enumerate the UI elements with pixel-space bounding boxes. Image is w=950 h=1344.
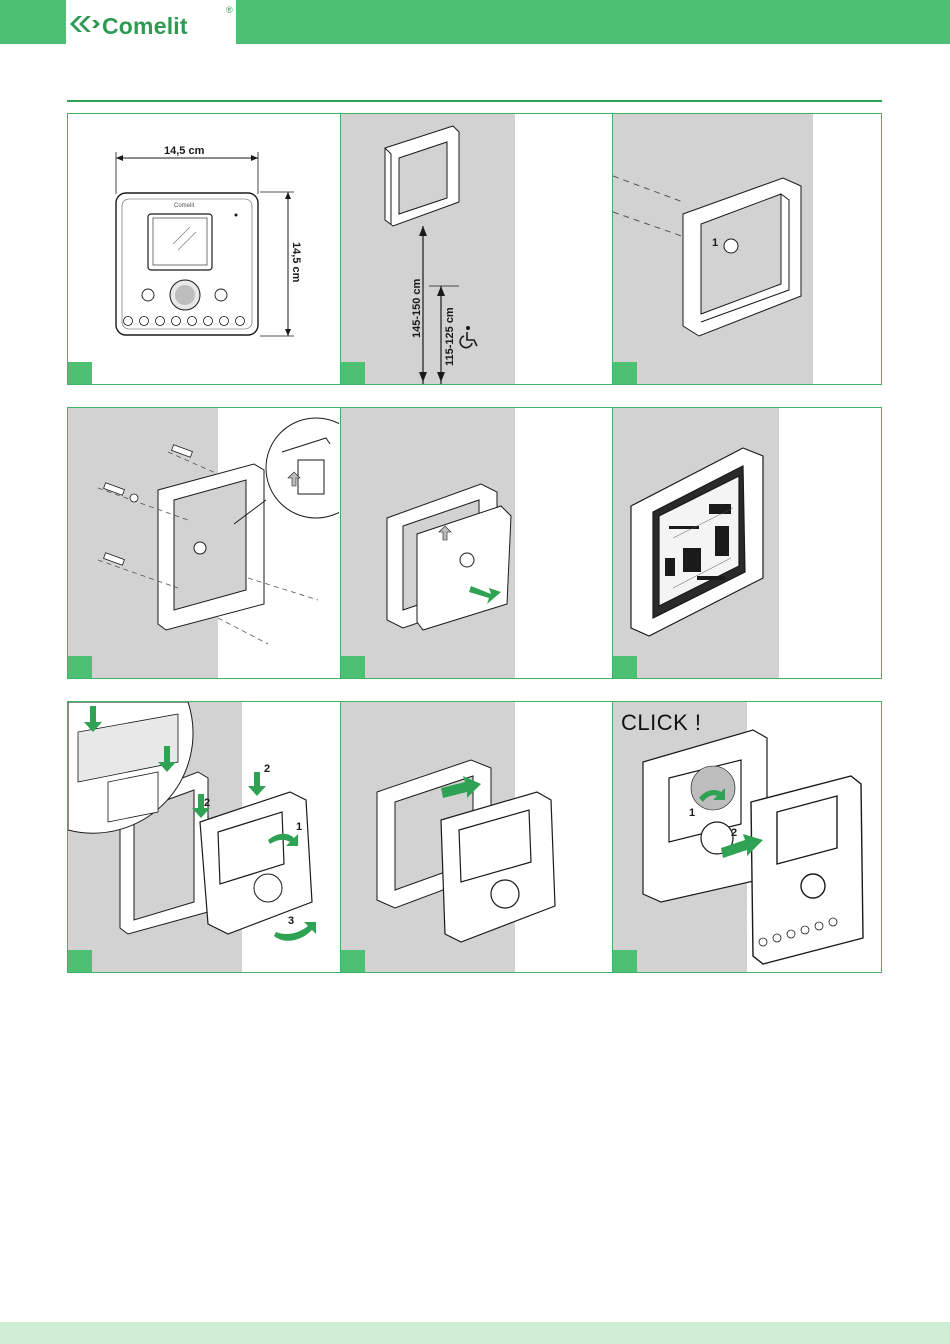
step2a-label: 2 — [264, 763, 270, 775]
panel-5-cover-plate — [340, 408, 612, 678]
panel-9-attach-front-cover: 1 2 CLICK ! — [612, 702, 884, 972]
height-standard-label: 145-150 cm — [411, 278, 423, 338]
step-marker — [613, 950, 637, 972]
step-marker — [68, 950, 92, 972]
panel-7-attach-unit: 1 2 2 3 — [68, 702, 339, 972]
step2-label: 2 — [731, 827, 737, 839]
row-1: 14,5 cm 14,5 cm Comelit — [67, 113, 882, 385]
device-front-drawing: 14,5 cm 14,5 cm Comelit — [68, 114, 339, 384]
comelit-mark-icon — [70, 16, 100, 32]
step2b-label: 2 — [204, 797, 210, 809]
board-installed-drawing — [613, 408, 884, 678]
step-marker — [341, 362, 365, 384]
step-marker — [68, 362, 92, 384]
fixing-screws-drawing — [68, 408, 339, 678]
panel-1-dimensions: 14,5 cm 14,5 cm Comelit — [68, 114, 339, 384]
cable-entry-drawing: 1 — [613, 114, 884, 384]
header-rule — [67, 100, 882, 102]
panel-8-slide-into-frame — [340, 702, 612, 972]
panel-3-cable-entry: 1 — [612, 114, 884, 384]
step-marker — [341, 656, 365, 678]
height-label: 14,5 cm — [290, 242, 302, 283]
row-2 — [67, 407, 882, 679]
logo: Comelit ® — [66, 0, 236, 44]
brand-name: Comelit — [102, 15, 188, 38]
device-brand-label: Comelit — [174, 203, 195, 209]
attach-front-cover-drawing: 1 2 — [613, 702, 884, 972]
step-marker — [68, 656, 92, 678]
panel-2-mounting-height: 145-150 cm 115-125 cm — [340, 114, 612, 384]
step-marker — [341, 950, 365, 972]
panel-4-fixing-screws — [68, 408, 339, 678]
mounting-height-drawing: 145-150 cm 115-125 cm — [341, 114, 612, 384]
height-accessible-label: 115-125 cm — [444, 307, 456, 366]
step1-label: 1 — [296, 821, 302, 833]
step1-label: 1 — [689, 807, 695, 819]
click-label: CLICK ! — [621, 710, 702, 736]
registered-mark: ® — [226, 5, 233, 15]
footer-bar — [0, 1322, 950, 1344]
slide-into-frame-drawing — [341, 702, 612, 972]
callout-label: 1 — [712, 237, 718, 249]
step-marker — [613, 362, 637, 384]
step3-label: 3 — [288, 915, 294, 927]
width-label: 14,5 cm — [164, 145, 205, 157]
header-bar: Comelit ® — [0, 0, 950, 44]
panel-6-board-installed — [612, 408, 884, 678]
row-3: 1 2 2 3 — [67, 701, 882, 973]
cover-plate-drawing — [341, 408, 612, 678]
attach-unit-drawing: 1 2 2 3 — [68, 702, 339, 972]
step-marker — [613, 656, 637, 678]
